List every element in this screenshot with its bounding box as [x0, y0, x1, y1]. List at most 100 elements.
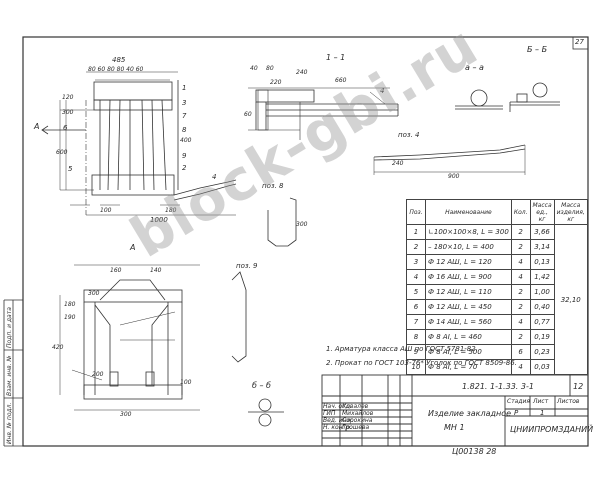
spec-cell-name: Ф 12 АШ, L = 450	[425, 299, 512, 315]
spec-cell-name: Ф 8 АI, L = 70	[425, 359, 512, 375]
spec-cell-pos: 1	[406, 224, 426, 240]
viewA-d300: 300	[88, 290, 100, 297]
spec-cell-qty: 2	[510, 239, 531, 255]
s11-d240: 240	[296, 69, 308, 76]
page-number-box	[572, 36, 589, 50]
viewA-title: А	[130, 243, 136, 252]
spec-cell-name: – 180×10, L = 400	[425, 239, 512, 255]
spec-cell-qty: 4	[510, 254, 531, 270]
spec-cell-pos: 2	[406, 239, 426, 255]
section-6-6-title: б – б	[252, 381, 271, 390]
viewA-d140: 140	[150, 267, 162, 274]
bottom-code: Ц00138 28	[452, 447, 497, 456]
main-dim-600: 600	[56, 149, 68, 156]
main-dim-120: 120	[62, 94, 74, 101]
product-mark: МН 1	[444, 423, 465, 432]
main-pos-7: 7	[182, 112, 187, 120]
spec-cell-qty: 4	[510, 269, 531, 285]
pos4-detail-drawing	[373, 144, 526, 175]
s11-pos4: 4	[380, 87, 385, 95]
main-dim-180: 180	[165, 207, 177, 214]
main-pos-1: 1	[182, 84, 187, 92]
viewA-d160: 160	[110, 267, 122, 274]
spec-cell-mass: 0,77	[529, 314, 555, 330]
spec-cell-mass: 3,14	[529, 239, 555, 255]
spec-cell-mass: 0,03	[529, 359, 555, 375]
spec-cell-name: Ф 12 АШ, L = 120	[425, 254, 512, 270]
main-pos-5: 5	[68, 165, 73, 173]
spec-header-qty: Кол.	[510, 199, 531, 225]
section-1-1-title: 1 – 1	[326, 53, 346, 62]
spec-cell-pos: 10	[406, 359, 426, 375]
spec-cell-pos: 5	[406, 284, 426, 300]
sheets-label: Листов	[557, 398, 580, 405]
doc-code: 1.821. 1-1.33. 3-1	[462, 382, 534, 391]
s11-d40: 40	[250, 65, 258, 72]
leader-lines	[71, 311, 176, 381]
spec-header-row: Поз. Наименование Кол. Масса ед., кг Мас…	[406, 199, 588, 225]
person-3-role: Н. контр.	[323, 424, 352, 431]
title-block-frame	[321, 374, 589, 447]
page-number: 27	[575, 38, 584, 46]
pos8-detail-drawing	[267, 197, 297, 247]
main-marker-A: A	[34, 122, 40, 131]
spec-header-total: Масса изделия, кг	[553, 199, 588, 225]
pos4-title: поз. 4	[398, 131, 420, 139]
side-label-1: Взам. инв. №	[6, 355, 13, 396]
note-1: 1. Арматура класса АШ по ГОСТ 5781-82.	[326, 345, 478, 353]
spec-cell-pos: 3	[406, 254, 426, 270]
spec-cell-qty: 2	[510, 224, 531, 240]
spec-cell-mass: 1,00	[529, 284, 555, 300]
section-6-6-drawing	[248, 398, 284, 427]
pos9-detail-drawing	[231, 271, 247, 363]
main-dim-100: 100	[100, 207, 112, 214]
sheet-label: Лист	[533, 398, 549, 405]
stage-value: Р	[514, 409, 519, 417]
spec-cell-mass: 3,66	[529, 224, 555, 240]
spec-cell-name: ∟100×100×8, L = 300	[425, 224, 512, 240]
spec-cell-pos: 6	[406, 299, 426, 315]
viewA-d200: 200	[92, 371, 104, 378]
main-dim-300: 300	[62, 109, 74, 116]
spec-header-mass: Масса ед., кг	[529, 199, 555, 225]
viewA-d100: 100	[180, 379, 192, 386]
person-2-role: Вед. инж.	[323, 417, 354, 424]
main-dim-1000: 1000	[150, 216, 168, 224]
pos8-d300: 300	[296, 221, 308, 228]
viewA-d180: 180	[64, 301, 76, 308]
section-a-a-drawing	[455, 89, 503, 110]
spec-cell-qty: 2	[510, 329, 531, 345]
pos4-d240: 240	[392, 160, 404, 167]
sheet-frame	[22, 36, 589, 447]
s11-d220: 220	[270, 79, 282, 86]
pos4-d900: 900	[448, 173, 460, 180]
spec-header-pos: Поз.	[406, 199, 426, 225]
sheet-number-tb: 12	[573, 382, 584, 391]
spec-cell-qty: 4	[510, 314, 531, 330]
main-pos-8: 8	[182, 126, 187, 134]
spec-cell-qty: 2	[510, 299, 531, 315]
viewA-d190: 190	[64, 314, 76, 321]
specification-table: Поз. Наименование Кол. Масса ед., кг Мас…	[406, 199, 588, 375]
spec-cell-mass: 0,19	[529, 329, 555, 345]
main-view-drawing	[41, 71, 237, 216]
spec-total-mass: 32,10	[553, 224, 588, 375]
section-b-b-title: Б – Б	[527, 45, 548, 54]
spec-cell-name: Ф 16 АШ, L = 900	[425, 269, 512, 285]
main-dim-sub: 80 60 80 80 40 60	[88, 66, 144, 73]
person-3-name: Грошева	[342, 424, 370, 431]
main-pos-6: 6	[63, 124, 68, 132]
spec-cell-pos: 7	[406, 314, 426, 330]
organization: ЦНИИПРОМЗДАНИЙ	[510, 425, 594, 434]
person-1-name: Михайлов	[342, 410, 374, 417]
main-dim-top: 485	[112, 56, 126, 64]
spec-cell-qty: 6	[510, 344, 531, 360]
section-b-b-drawing	[509, 82, 560, 112]
sheet-value: 1	[540, 409, 545, 417]
viewA-d300b: 300	[120, 411, 132, 418]
spec-cell-name: Ф 8 АI, L = 460	[425, 329, 512, 345]
